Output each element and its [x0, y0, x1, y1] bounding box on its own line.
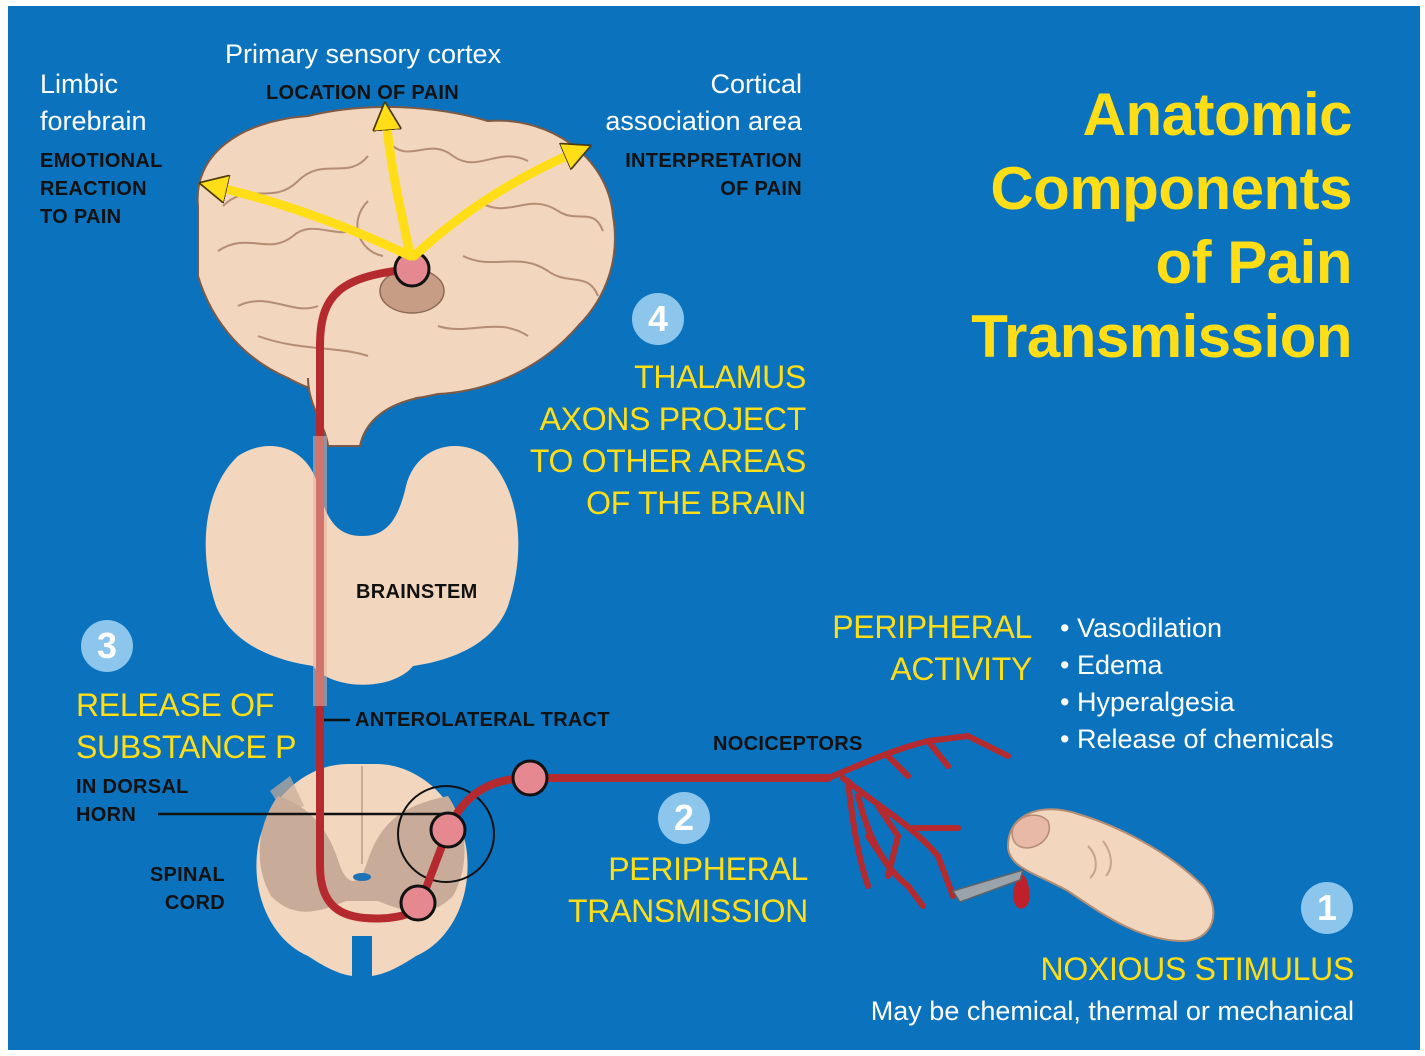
primary-cortex-label: Primary sensory cortex [225, 36, 501, 73]
list-item: Vasodilation [1060, 610, 1334, 647]
brainstem-illustration [206, 446, 519, 685]
limbic-caption-line-3: TO PAIN [40, 203, 121, 231]
step-3-line-2: SUBSTANCE P [76, 726, 296, 768]
primary-cortex-caption: LOCATION OF PAIN [266, 79, 459, 107]
peripheral-activity-line-2: ACTIVITY [890, 648, 1032, 690]
step-1-note: May be chemical, thermal or mechanical [871, 993, 1354, 1030]
step-4-badge: 4 [632, 293, 684, 345]
list-item: Edema [1060, 647, 1334, 684]
limbic-label-line-2: forebrain [40, 103, 147, 140]
finger-illustration [953, 809, 1213, 941]
step-4-line-2: AXONS PROJECT [540, 398, 806, 440]
cortical-label-line-2: association area [605, 103, 802, 140]
step-1-heading: NOXIOUS STIMULUS [1041, 948, 1354, 990]
step-2-line-2: TRANSMISSION [568, 890, 808, 932]
cortical-caption-line-1: INTERPRETATION [625, 147, 802, 175]
spinal-cord-label-line-2: CORD [165, 889, 225, 917]
list-item: Hyperalgesia [1060, 684, 1334, 721]
nociceptors-label: NOCICEPTORS [713, 730, 863, 758]
peripheral-activity-line-1: PERIPHERAL [832, 606, 1032, 648]
title-line-3: of Pain [1155, 226, 1352, 300]
step-3-badge: 3 [81, 620, 133, 672]
step-2-line-1: PERIPHERAL [608, 848, 808, 890]
step-4-line-1: THALAMUS [634, 356, 806, 398]
step-4-line-4: OF THE BRAIN [586, 482, 806, 524]
title-line-2: Components [990, 152, 1352, 226]
anterolateral-tract-label: ANTEROLATERAL TRACT [355, 706, 610, 734]
peripheral-activity-list: Vasodilation Edema Hyperalgesia Release … [1060, 610, 1334, 758]
step-4-line-3: TO OTHER AREAS [530, 440, 806, 482]
dorsal-horn-label-line-1: IN DORSAL [76, 773, 189, 801]
list-item: Release of chemicals [1060, 721, 1334, 758]
step-2-badge: 2 [658, 792, 710, 844]
limbic-caption-line-2: REACTION [40, 175, 147, 203]
synapse-spinal-lower [401, 886, 435, 920]
synapse-dorsal-horn [431, 813, 465, 847]
diagram-canvas: Anatomic Components of Pain Transmission… [8, 6, 1420, 1050]
synapse-peripheral [513, 761, 547, 795]
title-line-4: Transmission [971, 300, 1352, 374]
title-line-1: Anatomic [1083, 78, 1352, 152]
dorsal-horn-label-line-2: HORN [76, 801, 136, 829]
step-1-badge: 1 [1301, 882, 1353, 934]
limbic-caption-line-1: EMOTIONAL [40, 147, 163, 175]
limbic-label-line-1: Limbic [40, 66, 118, 103]
step-3-line-1: RELEASE OF [76, 684, 274, 726]
spinal-cord-label-line-1: SPINAL [150, 861, 225, 889]
cortical-caption-line-2: OF PAIN [720, 175, 802, 203]
cortical-label-line-1: Cortical [710, 66, 802, 103]
spinal-cord-illustration [256, 764, 494, 976]
brainstem-label: BRAINSTEM [356, 578, 478, 606]
